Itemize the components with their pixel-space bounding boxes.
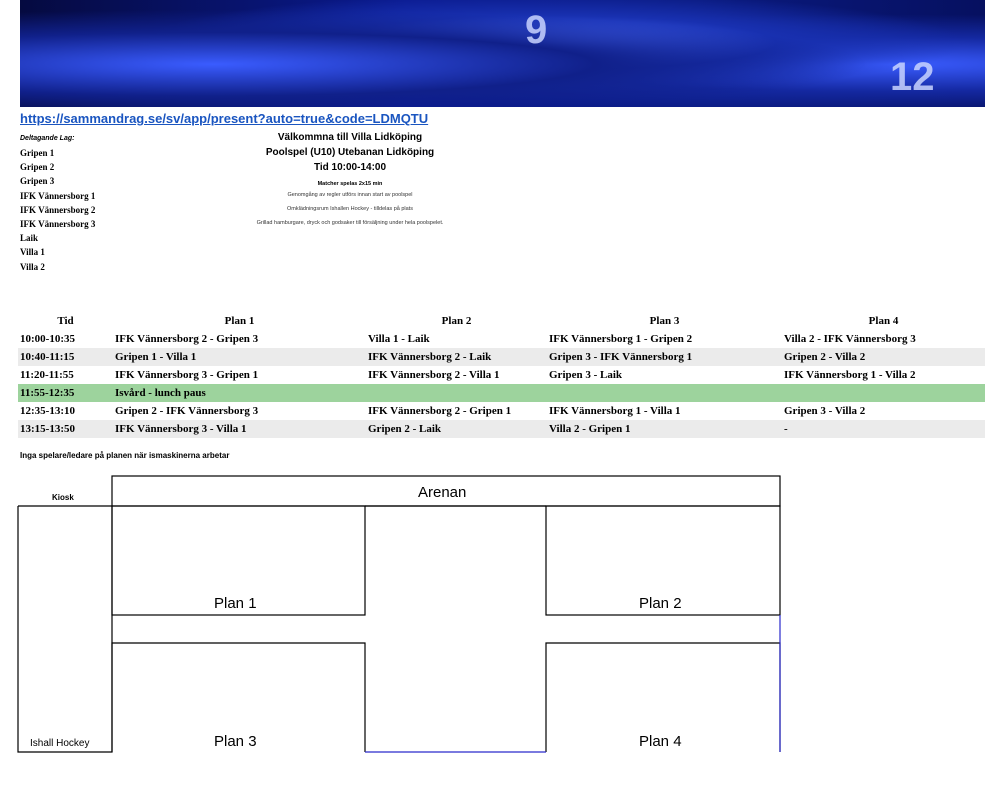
team-item: Villa 2 [20,261,45,272]
match-cell: IFK Vännersborg 1 - Villa 2 [784,369,916,381]
match-cell: IFK Vännersborg 1 - Villa 1 [549,405,681,417]
team-item: Laik [20,233,39,244]
time-cell: 12:35-13:10 [20,405,75,417]
match-length: Matcher spelas 2x15 min [317,181,383,187]
header-banner-image: 9 12 [20,0,985,107]
team-item: IFK Vännersborg 3 [20,218,96,229]
match-cell: IFK Vännersborg 2 - Villa 1 [368,369,500,381]
match-cell [782,384,985,402]
table-row: 10:00-10:35 IFK Vännersborg 2 - Gripen 3 V… [18,330,985,348]
event-info: Välkommna till Villa Lidköping Poolspel … [150,132,550,234]
present-link[interactable]: https://sammandrag.se/sv/app/present?aut… [20,111,429,126]
time-cell: 10:40-11:15 [18,348,113,366]
team-item: Gripen 3 [20,176,55,187]
match-cell: Gripen 3 - Laik [549,369,623,381]
header-plan: Plan 3 [649,315,680,327]
jersey-number: 12 [890,55,935,99]
ishall-label: Ishall Hockey [30,738,90,749]
team-item: Gripen 1 [20,148,55,158]
match-cell: Gripen 2 - Villa 2 [782,348,985,366]
match-cell: - [782,420,985,438]
arena-label: Arenan [418,484,467,501]
event-title: Välkommna till Villa Lidköping [277,132,423,143]
table-row: 12:35-13:10 Gripen 2 - IFK Vännersborg 3 I… [18,402,985,420]
ishall-box [17,505,113,753]
event-time: Tid 10:00-14:00 [313,162,387,173]
match-cell: Gripen 3 - Villa 2 [784,405,866,417]
teams-label: Deltagande Lag: [20,135,75,142]
event-subtitle: Poolspel (U10) Utebanan Lidköping [265,147,435,158]
match-cell [366,384,547,402]
info-line: Grillad hamburgare, dryck och godsaker t… [256,220,444,226]
header-time: Tid [57,315,74,327]
header-plan: Plan 2 [441,315,472,327]
time-cell: 11:20-11:55 [20,369,74,381]
time-cell: 11:55-12:35 [18,384,113,402]
match-cell: Gripen 3 - IFK Vännersborg 1 [547,348,782,366]
match-cell: Villa 1 - Laik [368,333,430,345]
kiosk-label: Kiosk [52,493,74,502]
table-row: 11:20-11:55 IFK Vännersborg 3 - Gripen 1 I… [18,366,985,384]
plan1-box [111,505,366,616]
match-cell: Gripen 2 - IFK Vännersborg 3 [115,405,259,417]
team-item: Gripen 2 [20,162,55,173]
match-cell: IFK Vännersborg 3 - Villa 1 [113,420,366,438]
plan2-box [545,505,781,616]
schedule-table: Tid Plan 1 Plan 2 Plan 3 Plan 4 10:00-10… [18,312,985,438]
header-plan: Plan 4 [868,315,899,327]
time-cell: 10:00-10:35 [20,333,75,345]
plan2-label: Plan 2 [639,595,682,612]
match-cell [547,384,782,402]
team-list: Deltagande Lag: Gripen 1 Gripen 2 Gripen… [20,132,95,274]
match-cell: IFK Vännersborg 1 - Gripen 2 [549,333,693,345]
plan3-box [111,642,366,752]
match-cell: IFK Vännersborg 2 - Laik [366,348,547,366]
table-header: Tid Plan 1 Plan 2 Plan 3 Plan 4 [18,312,985,330]
match-cell: Isvård - lunch paus [113,384,366,402]
info-line: Omklädningsrum Ishallen Hockey - tilldel… [287,206,413,212]
plan3-label: Plan 3 [214,733,257,750]
match-cell: IFK Vännersborg 2 - Gripen 3 [115,333,259,345]
team-item: Villa 1 [20,247,45,258]
match-cell: IFK Vännersborg 2 - Gripen 1 [368,405,512,417]
team-item: IFK Vännersborg 2 [20,204,96,215]
plan1-label: Plan 1 [214,595,257,612]
info-line: Genomgång av regler utförs innan start a… [287,192,413,198]
ice-machine-note: Inga spelare/ledare på planen när ismask… [20,451,230,460]
team-item: IFK Vännersborg 1 [20,190,96,201]
jersey-number: 9 [525,8,548,52]
match-cell: Gripen 2 - Laik [366,420,547,438]
plan4-label: Plan 4 [639,733,682,750]
time-cell: 13:15-13:50 [18,420,113,438]
match-cell: Gripen 1 - Villa 1 [113,348,366,366]
match-cell: Villa 2 - IFK Vännersborg 3 [784,333,916,345]
match-cell: IFK Vännersborg 3 - Gripen 1 [115,369,259,381]
header-plan: Plan 1 [224,315,255,327]
match-cell: Villa 2 - Gripen 1 [547,420,782,438]
